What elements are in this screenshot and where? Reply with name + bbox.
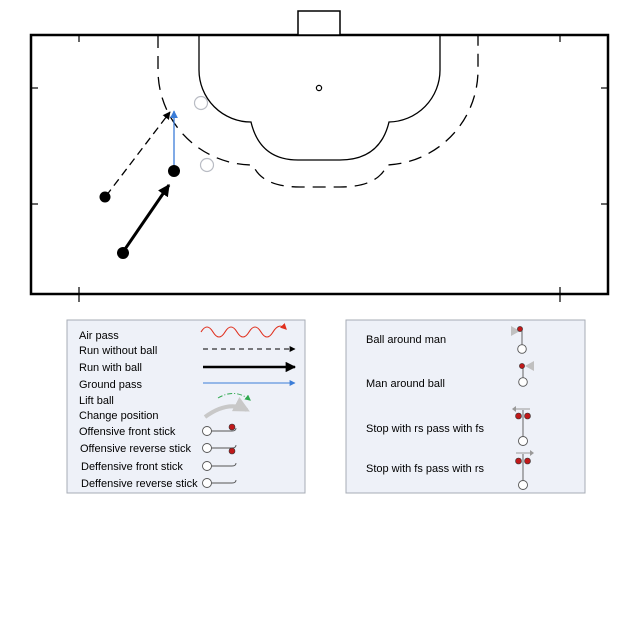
legend-label-man-around-ball: Man around ball [366,378,445,390]
man-around-ball-icon [518,361,534,387]
ball-around-man-icon [511,326,527,354]
legend-label-offensive-reverse-stick: Offensive reverse stick [80,443,192,455]
play-diagram [99,95,215,259]
legend-left: Air pass Run without ball Run with ball … [66,319,306,494]
attacker-2 [168,165,180,177]
defender-1 [193,95,209,111]
defender-2 [199,157,215,173]
legend-right-box [345,319,586,494]
attacker-3 [117,247,129,259]
penalty-spot [315,84,323,92]
defensive-front-stick-icon [202,461,237,471]
legend-left-box [66,319,306,494]
goal [297,10,341,36]
defensive-reverse-stick-icon [202,478,237,488]
offensive-reverse-stick-icon [202,443,237,455]
offensive-front-stick-icon [202,423,237,436]
legend-label-run-without-ball: Run without ball [79,345,157,357]
legend-label-defensive-reverse-stick: Deffensive reverse stick [81,478,198,490]
attacker-1 [99,191,111,203]
field-tick-marks [31,35,608,302]
legend-label-air-pass: Air pass [79,330,119,342]
legend-label-defensive-front-stick: Deffensive front stick [81,461,183,473]
wavy-red-arrow-icon [200,322,287,338]
legend-label-stop-rs-pass-fs: Stop with rs pass with fs [366,423,484,435]
legend-label-change-position: Change position [79,410,159,422]
shooting-circle [198,35,441,161]
legend-label-ground-pass: Ground pass [79,379,142,391]
legend-label-lift-ball: Lift ball [79,395,114,407]
stop-fs-pass-rs-icon [515,450,534,490]
stop-rs-pass-fs-icon [512,406,531,446]
legend-label-run-with-ball: Run with ball [79,362,142,374]
dashed-circle [157,35,479,188]
legend-label-stop-fs-pass-rs: Stop with fs pass with rs [366,463,484,475]
legend-label-ball-around-man: Ball around man [366,334,446,346]
grey-curved-arrow-icon [203,396,250,419]
hockey-field [29,10,610,302]
legend-right: Ball around man Man around ball Stop wit… [345,319,586,494]
run-without-ball-path [105,111,171,197]
run-with-ball-path [121,184,171,253]
legend-label-offensive-front-stick: Offensive front stick [79,426,176,438]
